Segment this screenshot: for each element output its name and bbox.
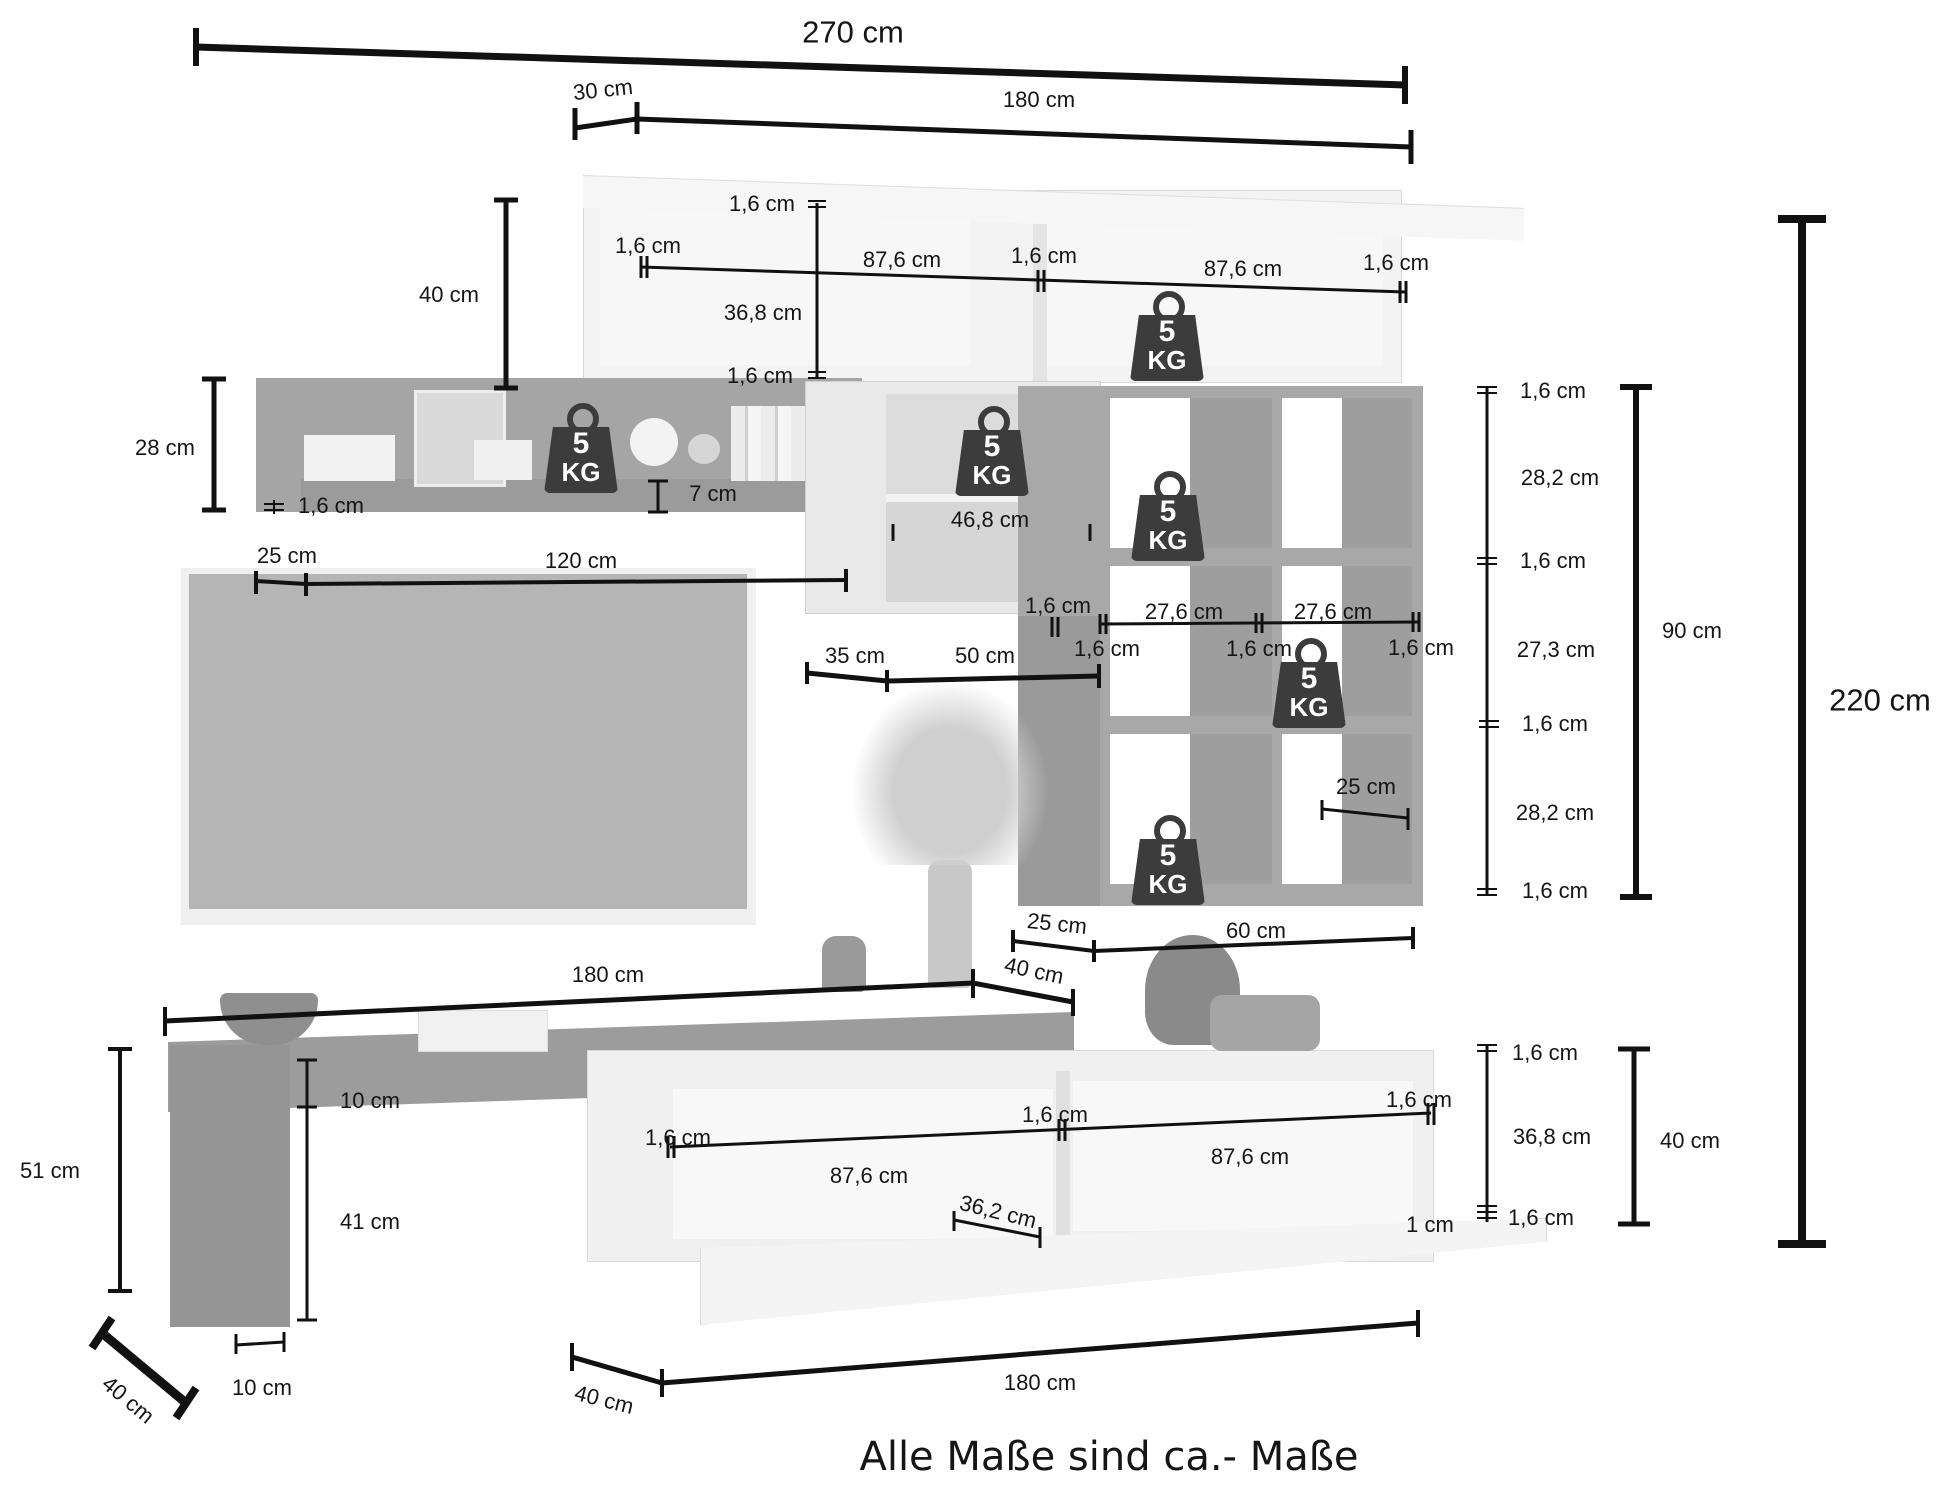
wall-cabinet-right-compartment-label: 87,6 cm: [1203, 256, 1283, 281]
cube-board-c-label: 1,6 cm: [1387, 635, 1455, 660]
cube-cell: [1282, 398, 1342, 548]
middle-cabinet-shelf: [886, 494, 1082, 502]
cube-board-a-label: 1,6 cm: [1073, 636, 1141, 661]
vase-decor: [928, 860, 972, 988]
cube-bottom-board-label: 1,6 cm: [1521, 878, 1589, 903]
bench-leg-width-label: 10 cm: [232, 1375, 292, 1400]
wall-cabinet-bottom-board-label: 1,6 cm: [726, 363, 794, 388]
pampas-grass-decor: [850, 680, 1050, 865]
cube-depth-label: 25 cm: [1336, 774, 1396, 799]
cube-cell: [1342, 566, 1412, 716]
wall-cabinet-width-label: 180 cm: [1002, 87, 1076, 112]
lowboard-divider: [1056, 1071, 1070, 1261]
wall-shelf-height-label: 28 cm: [135, 435, 195, 460]
tv-width-label: 120 cm: [544, 548, 618, 573]
receiver-decor: [418, 1010, 548, 1052]
tv-offset-label: 25 cm: [257, 543, 317, 568]
bench-top-thickness-label: 10 cm: [340, 1088, 400, 1113]
lowboard-total-height-label: 40 cm: [1660, 1128, 1720, 1153]
wall-shelf-board-label: 1,6 cm: [297, 493, 365, 518]
lowboard: [587, 1050, 1434, 1262]
apple-decor: [688, 434, 720, 464]
lowboard-bottom-board-label: 1,6 cm: [1507, 1205, 1575, 1230]
wall-cabinet-side-right-label: 1,6 cm: [1362, 250, 1430, 275]
cube-shelf-1-label: 1,6 cm: [1519, 548, 1587, 573]
wall-shelf-lip-label: 7 cm: [689, 481, 737, 506]
lowboard-right-compartment-label: 87,6 cm: [1210, 1144, 1290, 1169]
wall-cabinet-height-label: 40 cm: [419, 282, 479, 307]
plant-pot-decor: [304, 435, 395, 481]
lowboard-width-label: 180 cm: [1003, 1370, 1077, 1395]
bench-height-label: 51 cm: [20, 1158, 80, 1183]
bench-leg: [170, 1045, 290, 1327]
lowboard-divider-label: 1,6 cm: [1021, 1102, 1089, 1127]
cube-bottom-width-label: 60 cm: [1226, 918, 1286, 943]
wall-cabinet-inner-height-label: 36,8 cm: [723, 300, 803, 325]
box-decor: [474, 440, 532, 480]
wall-cabinet-top-board-label: 1,6 cm: [728, 191, 796, 216]
diffuser-decor: [822, 936, 866, 992]
cube-bottom-depth-label: 25 cm: [1025, 907, 1089, 940]
wall-cabinet-left-compartment-label: 87,6 cm: [862, 247, 942, 272]
lowboard-inner-height-label: 36,8 cm: [1512, 1124, 1592, 1149]
lowboard-side-left-label: 1,6 cm: [644, 1125, 712, 1150]
cube-row-3-label: 28,2 cm: [1515, 800, 1595, 825]
cube-right-compartment-label: 27,6 cm: [1293, 599, 1373, 624]
wall-cabinet-left-compartment: [600, 205, 970, 365]
bench-width-label: 180 cm: [571, 962, 645, 987]
cube-top-width-label: 50 cm: [955, 643, 1015, 668]
cube-top-board-label: 1,6 cm: [1519, 378, 1587, 403]
lowboard-top-board-label: 1,6 cm: [1511, 1040, 1579, 1065]
cube-cell: [1342, 734, 1412, 884]
cube-row-2-label: 27,3 cm: [1516, 637, 1596, 662]
cube-board-b-label: 1,6 cm: [1225, 636, 1293, 661]
tv-screen: [181, 568, 756, 925]
cube-cell: [1190, 734, 1272, 884]
candle-holders-decor: [1210, 995, 1320, 1051]
cube-shelf: [1018, 386, 1423, 906]
lowboard-side-right-label: 1,6 cm: [1385, 1087, 1453, 1112]
lowboard-foot-gap-label: 1 cm: [1406, 1212, 1454, 1237]
wall-cabinet-divider-label: 1,6 cm: [1010, 243, 1078, 268]
bench-leg-height-label: 41 cm: [340, 1209, 400, 1234]
cube-top-offset-label: 35 cm: [825, 643, 885, 668]
cube-total-height-label: 90 cm: [1662, 618, 1722, 643]
cube-cell: [1342, 398, 1412, 548]
ball-decor: [630, 418, 678, 466]
cube-cell: [1190, 566, 1272, 716]
cube-shelf-2-label: 1,6 cm: [1521, 711, 1589, 736]
middle-cabinet-width-label: 46,8 cm: [950, 507, 1030, 532]
lowboard-right-compartment: [1073, 1081, 1413, 1231]
cube-cell: [1190, 398, 1272, 548]
wall-cabinet-divider: [1033, 191, 1047, 382]
cube-left-compartment-label: 27,6 cm: [1144, 599, 1224, 624]
overall-height-label: 220 cm: [1829, 682, 1931, 718]
caption-approximate-dimensions: Alle Maße sind ca.- Maße: [859, 1434, 1359, 1480]
wall-cabinet-side-left-label: 1,6 cm: [614, 233, 682, 258]
cube-row-1-label: 28,2 cm: [1520, 465, 1600, 490]
tv-display: [189, 574, 747, 909]
lowboard-left-compartment-label: 87,6 cm: [829, 1163, 909, 1188]
lowboard-left-compartment: [673, 1089, 1053, 1239]
overall-width-label: 270 cm: [802, 14, 904, 50]
cube-cell: [1110, 566, 1190, 716]
cube-side-left-label: 1,6 cm: [1024, 593, 1092, 618]
